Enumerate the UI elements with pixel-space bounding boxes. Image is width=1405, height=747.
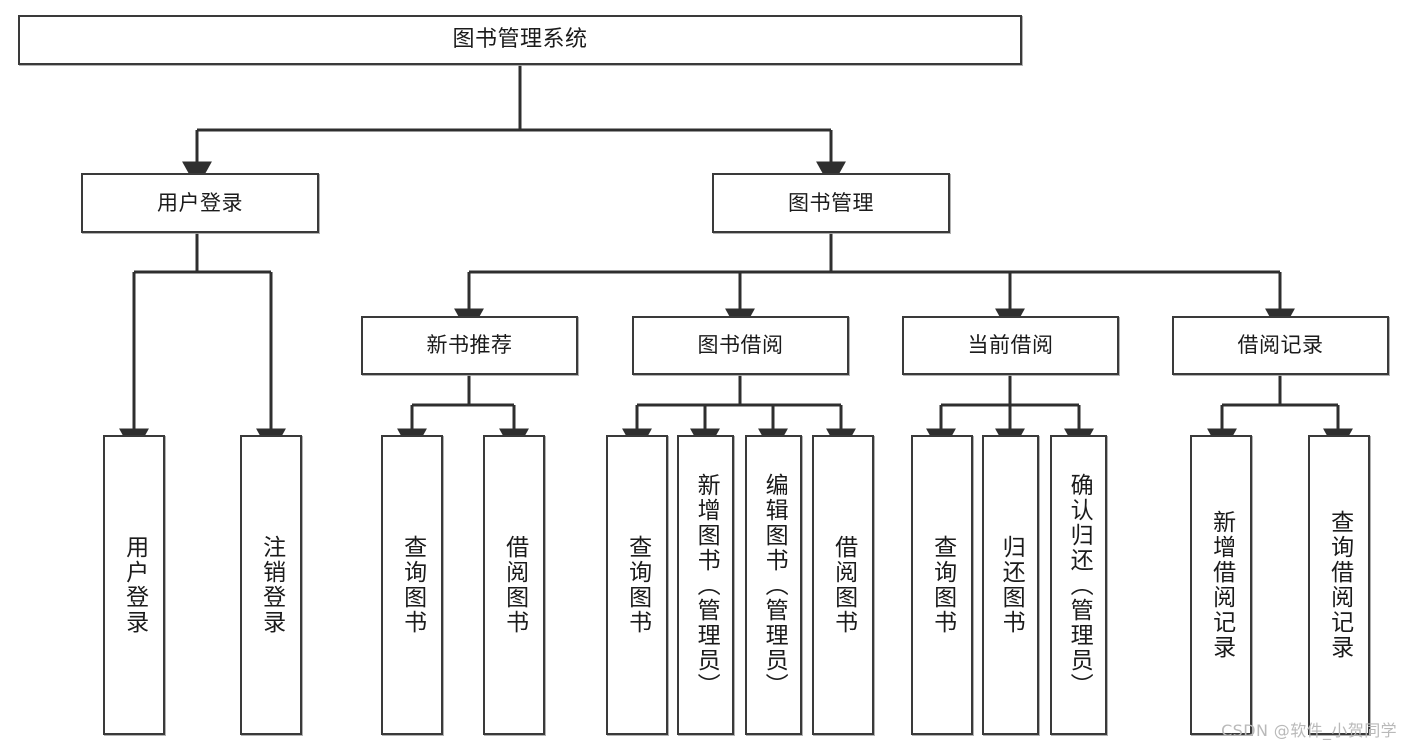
leaf-new-book-borrow-label: 借阅图书 [501,535,528,635]
node-user-login-label: 用户登录 [157,190,243,215]
node-borrow-records-label: 借阅记录 [1237,333,1324,358]
leaf-current-borrow-query[interactable]: 查询图书 [911,435,973,735]
leaf-book-borrow-edit[interactable]: 编辑图书（管理员） [745,435,802,735]
leaf-new-book-borrow[interactable]: 借阅图书 [483,435,545,735]
node-borrow-records[interactable]: 借阅记录 [1172,316,1389,375]
node-root-label: 图书管理系统 [452,27,588,53]
node-current-borrow-label: 当前借阅 [967,333,1054,358]
leaf-book-borrow-borrow-label: 借阅图书 [830,535,857,635]
node-book-management-label: 图书管理 [788,190,874,215]
leaf-user-login-logout-label: 注销登录 [258,535,285,635]
leaf-user-login-logout[interactable]: 注销登录 [240,435,302,735]
leaf-book-borrow-add-label: 新增图书（管理员） [693,472,720,698]
leaf-current-borrow-confirm[interactable]: 确认归还（管理员） [1050,435,1107,735]
node-book-borrow-label: 图书借阅 [697,333,784,358]
leaf-records-add-label: 新增借阅记录 [1208,510,1235,660]
leaf-current-borrow-return[interactable]: 归还图书 [982,435,1039,735]
leaf-book-borrow-borrow[interactable]: 借阅图书 [812,435,874,735]
leaf-records-query-label: 查询借阅记录 [1326,510,1353,660]
node-root[interactable]: 图书管理系统 [18,15,1022,65]
node-user-login[interactable]: 用户登录 [81,173,319,233]
leaf-records-add[interactable]: 新增借阅记录 [1190,435,1252,735]
leaf-user-login-login-label: 用户登录 [121,535,148,635]
leaf-current-borrow-query-label: 查询图书 [929,535,956,635]
leaf-current-borrow-confirm-label: 确认归还（管理员） [1066,472,1093,698]
node-new-book-recommend[interactable]: 新书推荐 [361,316,578,375]
node-book-management[interactable]: 图书管理 [712,173,950,233]
node-new-book-recommend-label: 新书推荐 [426,333,513,358]
node-book-borrow[interactable]: 图书借阅 [632,316,849,375]
leaf-current-borrow-return-label: 归还图书 [998,535,1025,635]
leaf-new-book-query-label: 查询图书 [399,535,426,635]
leaf-user-login-login[interactable]: 用户登录 [103,435,165,735]
leaf-records-query[interactable]: 查询借阅记录 [1308,435,1370,735]
csdn-watermark: CSDN @软件_小贺同学 [1221,721,1397,740]
leaf-book-borrow-edit-label: 编辑图书（管理员） [761,472,788,698]
leaf-book-borrow-query-label: 查询图书 [624,535,651,635]
leaf-new-book-query[interactable]: 查询图书 [381,435,443,735]
leaf-book-borrow-add[interactable]: 新增图书（管理员） [677,435,734,735]
node-current-borrow[interactable]: 当前借阅 [902,316,1119,375]
leaf-book-borrow-query[interactable]: 查询图书 [606,435,668,735]
